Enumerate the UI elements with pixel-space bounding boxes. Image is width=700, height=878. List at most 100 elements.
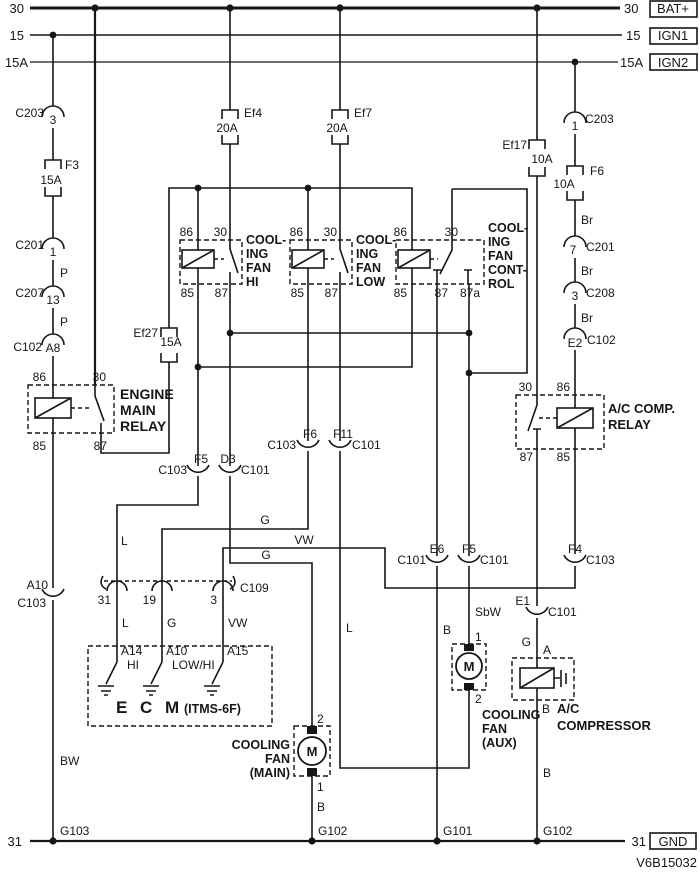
ac-terminal-85: 85 [557, 450, 571, 464]
wire-b-main: B [317, 800, 325, 814]
motor-symbols [293, 643, 575, 777]
wire-b-1: B [443, 623, 451, 637]
hi-terminal-87: 87 [215, 286, 229, 300]
emr-name-line2: MAIN [120, 402, 156, 418]
ground-g101: G101 [443, 824, 473, 838]
connector-e2-name: C102 [587, 333, 616, 347]
hi-name-line4: HI [246, 275, 259, 289]
ecm-pin-a14: A14 [121, 644, 143, 658]
ecm-title: E C M [116, 698, 183, 717]
connector-c201-name: C201 [15, 238, 44, 252]
fuse-ef17-rating: 10A [531, 152, 552, 166]
fan-aux-pin-bottom: 2 [475, 692, 482, 706]
fan-control-relay-labels: 86 30 85 87 87a COOL- ING FAN CONT- ROL [394, 221, 529, 300]
wire-b-comp: B [543, 766, 551, 780]
connector-symbols [41, 105, 587, 615]
fan-main-name-line3: (MAIN) [250, 766, 290, 780]
connector-c203r-name: C203 [585, 112, 614, 126]
fan-aux-name-line2: FAN [482, 722, 507, 736]
c109-labels: 31 19 3 C109 [98, 581, 269, 607]
fan-hi-relay-labels: 86 30 85 87 COOL- ING FAN HI [180, 225, 287, 300]
compressor-name-line2: COMPRESSOR [557, 718, 652, 733]
ecm-symbol [87, 575, 273, 727]
connector-a10-pin: A10 [27, 578, 49, 592]
ctrl-terminal-85: 85 [394, 286, 408, 300]
ac-terminal-30: 30 [519, 380, 533, 394]
low-terminal-85: 85 [291, 286, 305, 300]
terminal-boxes [649, 0, 698, 850]
hi-terminal-86: 86 [180, 225, 194, 239]
ecm-pin-a10-mode: LOW/HI [172, 658, 215, 672]
fan-main-pin-top: 2 [317, 712, 324, 726]
emr-terminal-87: 87 [94, 439, 108, 453]
fuse-f6-name: F6 [590, 164, 604, 178]
wire-g-ecm: G [167, 616, 176, 630]
wire-br-2: Br [581, 264, 593, 278]
wire-l-1: L [121, 534, 128, 548]
bus-labels: 30 30 BAT+ 15 15 IGN1 15A 15A IGN2 31 31… [5, 1, 697, 870]
compressor-pin-b: B [542, 702, 550, 716]
fuse-f6-rating: 10A [553, 177, 574, 191]
fuse-f3-rating: 15A [40, 173, 61, 187]
fan-aux-pin-top: 1 [475, 630, 482, 644]
fan-aux-name-line3: (AUX) [482, 736, 517, 750]
junction-dots [49, 4, 579, 845]
connector-c207-name: C207 [15, 286, 44, 300]
connector-c208-name: C208 [586, 286, 615, 300]
fuse-f3-name: F3 [65, 158, 79, 172]
wire-br-3: Br [581, 311, 593, 325]
connector-f4-pin: F4 [568, 542, 582, 556]
low-name-line1: COOL- [356, 233, 396, 247]
relay-symbols [27, 239, 605, 450]
hi-name-line1: COOL- [246, 233, 286, 247]
fan-main-pin-bottom: 1 [317, 780, 324, 794]
fuse-ef27-rating: 15A [160, 335, 181, 349]
connector-f5b-pin: F5 [462, 542, 476, 556]
emr-name-line1: ENGINE [120, 386, 174, 402]
ctrl-terminal-86: 86 [394, 225, 408, 239]
connector-a10-name: C103 [17, 596, 46, 610]
ac-relay-labels: 30 86 87 85 A/C COMP. RELAY [519, 380, 675, 464]
fan-main-labels: 2 M 1 COOLING FAN (MAIN) [232, 712, 324, 794]
connector-d3-name: C101 [241, 463, 270, 477]
fan-low-relay-labels: 86 30 85 87 COOL- ING FAN LOW [290, 225, 397, 300]
connector-f11-name: C101 [352, 438, 381, 452]
ecm-labels: A14 HI A10 LOW/HI A15 E C M (ITMS-6F) [116, 644, 249, 717]
connector-e6-pin: E6 [430, 542, 445, 556]
compressor-name-line1: A/C [557, 701, 580, 716]
ac-terminal-86: 86 [557, 380, 571, 394]
fan-aux-name-line1: COOLING [482, 708, 540, 722]
fuse-ef7-name: Ef7 [354, 106, 372, 120]
diagram-code: V6B15032 [636, 855, 697, 870]
fuse-ef4-name: Ef4 [244, 106, 262, 120]
wire-color-labels: L G VW G L B SbW G Br Br Br B B L G VW [121, 213, 593, 814]
fan-aux-motor-symbol: M [464, 659, 475, 674]
wire-color-bw: BW [60, 754, 80, 768]
ground-g102-ac: G102 [543, 824, 573, 838]
low-terminal-86: 86 [290, 225, 304, 239]
wire-br-1: Br [581, 213, 593, 227]
ecm-pin-a14-mode: HI [127, 658, 139, 672]
bus-15a-label-right: 15A [620, 55, 643, 70]
wire-vw-1: VW [294, 533, 314, 547]
bus-31-label-right: 31 [632, 834, 646, 849]
low-name-line4: LOW [356, 275, 385, 289]
left-column-labels: C203 3 F3 15A C201 1 P C207 13 P C102 A8… [13, 106, 89, 838]
low-terminal-87: 87 [325, 286, 339, 300]
fan-main-name-line2: FAN [265, 752, 290, 766]
fan-main-motor-symbol: M [307, 744, 318, 759]
ground-g103: G103 [60, 824, 90, 838]
emr-terminal-30: 30 [93, 370, 107, 384]
ecm-pin-a15: A15 [227, 644, 249, 658]
connector-e1-name: C101 [548, 605, 577, 619]
wire-g-compressor: G [522, 635, 531, 649]
compressor-labels: A B A/C COMPRESSOR [542, 643, 652, 733]
wire-color-p-2: P [60, 315, 68, 329]
ctrl-terminal-87a: 87a [460, 286, 480, 300]
bus-30-label-left: 30 [10, 1, 24, 16]
low-name-line2: ING [356, 247, 378, 261]
connector-c203-name: C203 [15, 106, 44, 120]
gnd-terminal-label: GND [659, 834, 688, 849]
ign1-terminal-label: IGN1 [658, 28, 688, 43]
